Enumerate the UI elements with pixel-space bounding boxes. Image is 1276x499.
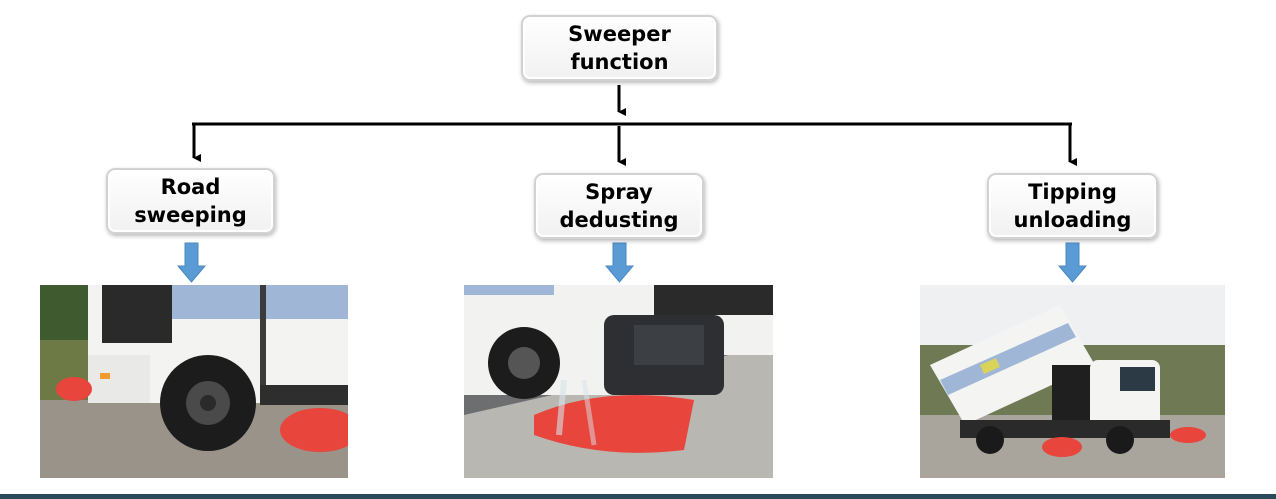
root-node-line1: Sweeper — [568, 22, 671, 46]
child-node-line2: sweeping — [134, 203, 247, 227]
root-node-sweeper-function: Sweeper function — [521, 15, 718, 81]
child-node-line1: Tipping — [1028, 180, 1117, 204]
root-node-line2: function — [570, 50, 669, 74]
child-node-tipping-unloading: Tipping unloading — [987, 173, 1158, 239]
child-node-line1: Spray — [585, 180, 653, 204]
child-node-road-sweeping: Road sweeping — [106, 168, 275, 234]
block-arrow-tipping — [1057, 242, 1088, 283]
photo-road-sweeping — [40, 285, 348, 478]
block-arrow-spray — [604, 242, 635, 283]
child-node-line2: dedusting — [559, 208, 679, 232]
child-node-spray-dedusting: Spray dedusting — [534, 173, 704, 239]
photo-spray-dedusting — [464, 285, 773, 478]
child-node-line2: unloading — [1013, 208, 1132, 232]
block-arrow-road — [176, 242, 207, 283]
photo-tipping-unloading — [920, 285, 1225, 478]
bottom-rule — [0, 494, 1276, 499]
child-node-line1: Road — [160, 175, 221, 199]
